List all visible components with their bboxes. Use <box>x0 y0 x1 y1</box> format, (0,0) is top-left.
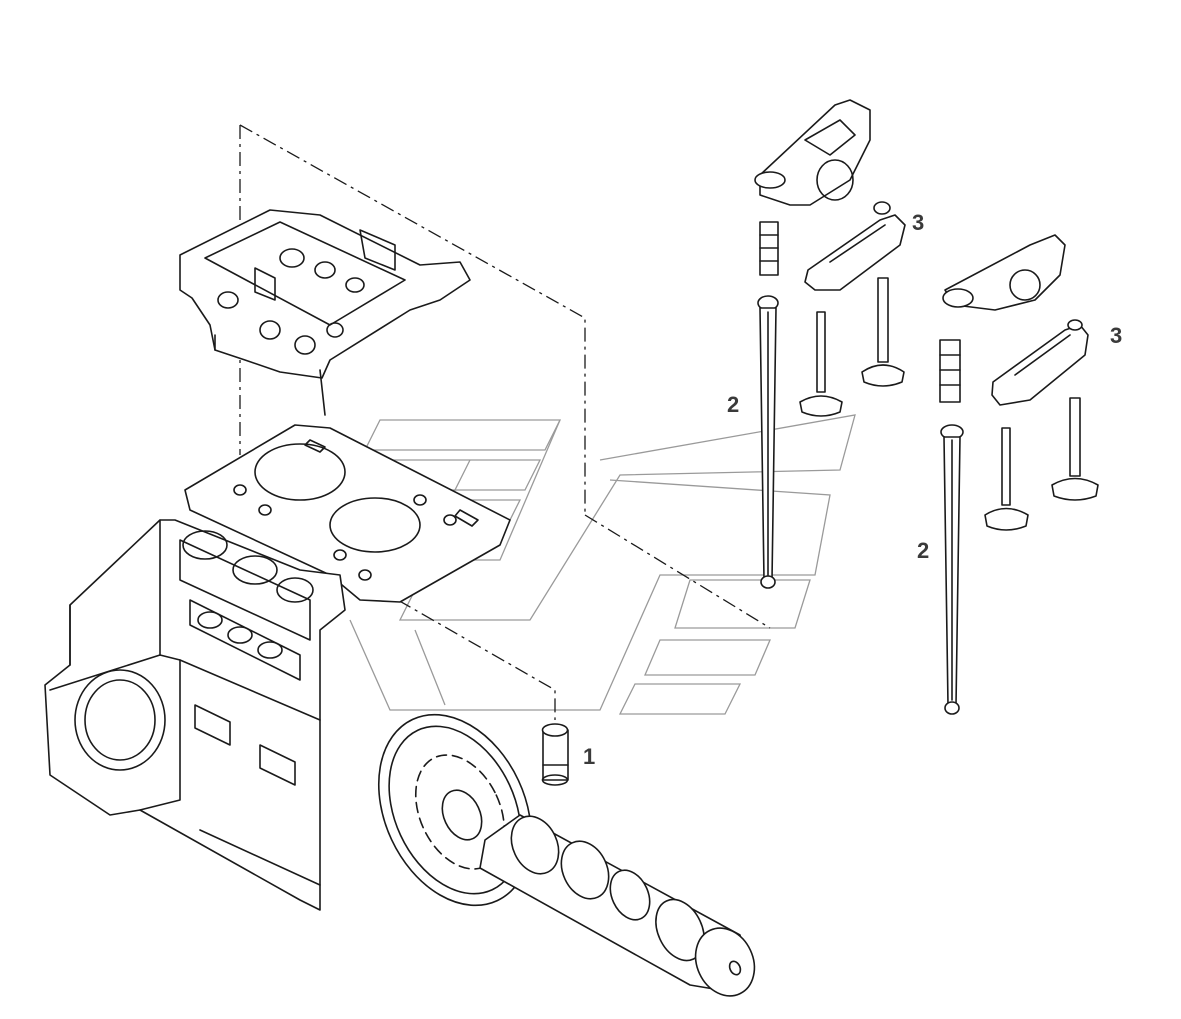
cylinder-head <box>179 209 471 416</box>
head-gasket <box>184 424 511 603</box>
camshaft <box>377 713 756 997</box>
rocker-assembly-left <box>754 99 906 291</box>
tappet <box>541 723 569 786</box>
callout-pushrod-right: 2 <box>917 538 929 563</box>
engine-block <box>44 519 346 911</box>
pushrod-right <box>940 424 964 715</box>
callout-labels: 1 2 2 3 3 <box>583 210 1122 769</box>
callout-tappet: 1 <box>583 744 595 769</box>
valves-left <box>799 277 905 417</box>
pushrod-left <box>757 295 779 589</box>
callout-pushrod-left: 2 <box>727 392 739 417</box>
callout-rocker-left: 3 <box>912 210 924 235</box>
callout-rocker-right: 3 <box>1110 323 1122 348</box>
valves-right <box>984 397 1099 531</box>
rocker-assembly-right <box>939 234 1089 406</box>
